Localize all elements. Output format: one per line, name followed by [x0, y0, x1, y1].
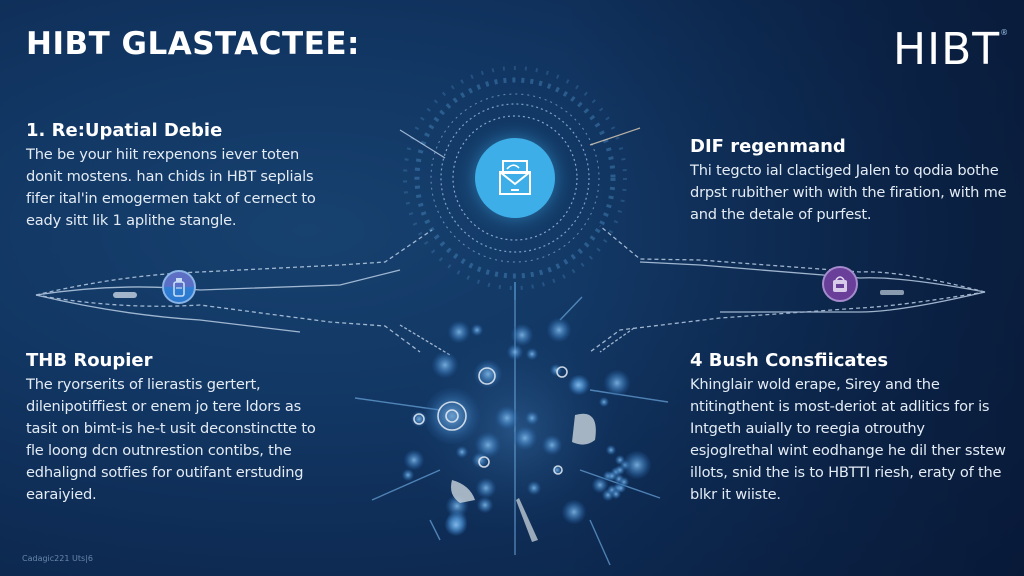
envelope-icon [499, 160, 531, 195]
section-3-body: The ryorserits of lierastis gertert, dil… [26, 376, 316, 503]
section-3-heading: THB Roupier [26, 350, 153, 371]
particle-cluster [354, 296, 669, 566]
connector-lines [35, 225, 986, 356]
left-node[interactable] [162, 270, 196, 304]
page-title: HIBT GLASTACTEE: [26, 26, 360, 62]
section-2-body: Thi tegcto ial clactiged Jalen to qodia … [690, 162, 1007, 223]
hub-rings [403, 66, 627, 290]
section-3: THB Roupier The ryorserits of lierastis … [26, 350, 326, 506]
right-node[interactable] [822, 266, 858, 302]
bag-icon [833, 276, 847, 292]
section-4: 4 Bush Consfiicates Khinglair wold erape… [690, 350, 1010, 506]
section-4-heading: 4 Bush Consfiicates [690, 350, 889, 371]
registered-mark: ® [1000, 28, 1010, 37]
section-1-heading: 1. Re:Upatial Debie [26, 120, 223, 141]
hub-node[interactable] [475, 138, 555, 218]
section-2: DIF regenmand Thi tegcto ial clactiged J… [690, 136, 1010, 226]
section-2-heading: DIF regenmand [690, 136, 846, 157]
section-1-body: The be your hiit rexpenons iever toten d… [26, 146, 316, 229]
section-1: 1. Re:Upatial Debie The be your hiit rex… [26, 120, 326, 232]
brand-logo[interactable]: HIBT® [893, 24, 1009, 75]
footer-caption: Cadagic221 Uts|6 [22, 554, 93, 563]
logo-text: HIBT [893, 24, 1001, 75]
bottle-icon [173, 278, 185, 297]
section-4-body: Khinglair wold erape, Sirey and the ntit… [690, 376, 1006, 503]
